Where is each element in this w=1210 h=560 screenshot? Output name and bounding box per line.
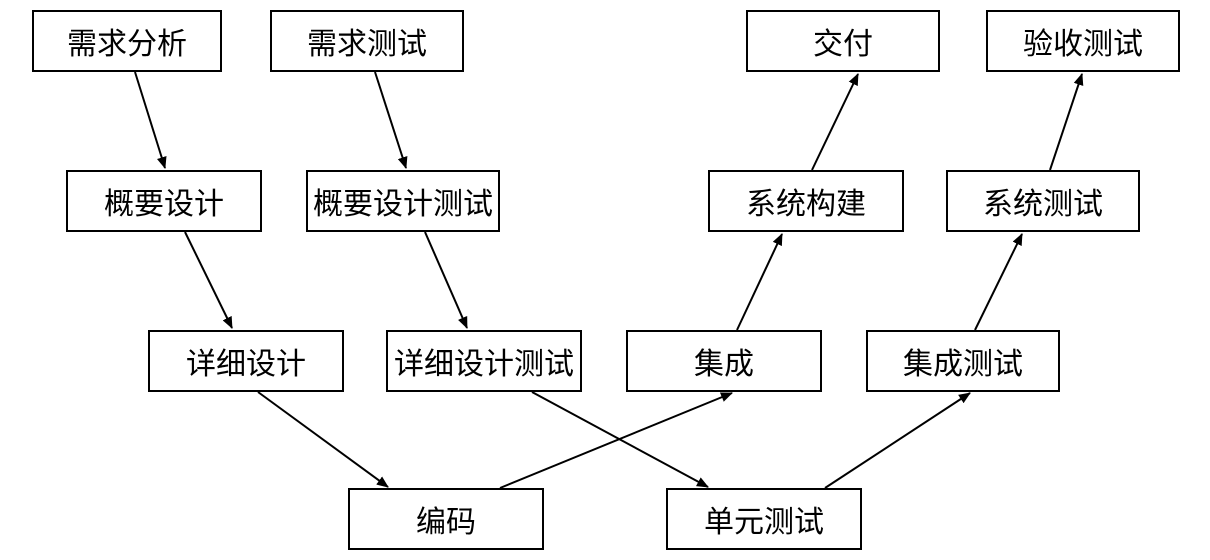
arrow-coding-to-integration bbox=[499, 392, 733, 489]
arrow-outline-design-test-to-detail-design-test bbox=[424, 231, 468, 329]
arrow-req-analysis-to-outline-design bbox=[134, 71, 167, 169]
node-req-test: 需求测试 bbox=[270, 10, 464, 72]
node-req-analysis: 需求分析 bbox=[32, 10, 222, 72]
node-detail-design: 详细设计 bbox=[148, 330, 344, 392]
arrow-outline-design-to-detail-design bbox=[184, 231, 233, 329]
node-delivery: 交付 bbox=[746, 10, 940, 72]
arrow-system-build-to-delivery bbox=[811, 73, 859, 171]
arrow-integration-to-system-build bbox=[736, 233, 783, 331]
node-system-build: 系统构建 bbox=[708, 170, 904, 232]
arrow-integration-test-to-system-test bbox=[974, 233, 1023, 331]
node-unit-test: 单元测试 bbox=[666, 488, 862, 550]
node-coding: 编码 bbox=[348, 488, 544, 550]
node-system-test: 系统测试 bbox=[946, 170, 1140, 232]
arrow-detail-design-to-coding bbox=[257, 391, 389, 488]
arrow-unit-test-to-integration-test bbox=[824, 392, 971, 489]
node-acceptance-test: 验收测试 bbox=[986, 10, 1180, 72]
node-integration: 集成 bbox=[626, 330, 822, 392]
node-detail-design-test: 详细设计测试 bbox=[386, 330, 582, 392]
node-outline-design-test: 概要设计测试 bbox=[306, 170, 500, 232]
arrow-system-test-to-acceptance-test bbox=[1049, 73, 1084, 171]
node-integration-test: 集成测试 bbox=[866, 330, 1060, 392]
node-outline-design: 概要设计 bbox=[66, 170, 262, 232]
arrow-req-test-to-outline-design-test bbox=[374, 71, 408, 169]
